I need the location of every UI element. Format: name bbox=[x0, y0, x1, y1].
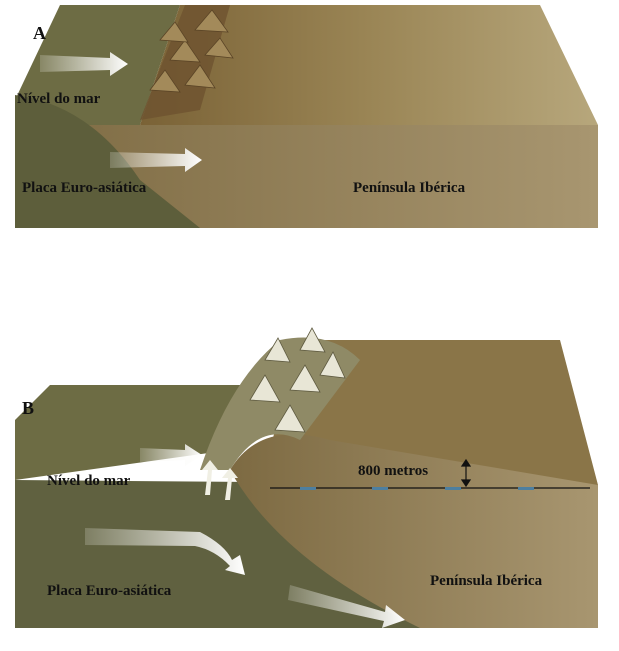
arrow-b-1 bbox=[140, 444, 202, 466]
height-marker-label: 800 metros bbox=[358, 463, 429, 479]
panel-a-sea-level-label: Nível do mar bbox=[17, 91, 101, 107]
panel-b-eurasian-plate-label: Placa Euro-asiática bbox=[47, 583, 172, 599]
panel-a-letter: A bbox=[33, 23, 46, 43]
arrow-b-3 bbox=[288, 585, 405, 628]
panel-a-eurasian-plate-label: Placa Euro-asiática bbox=[22, 180, 147, 196]
panel-b-iberian-peninsula-label: Península Ibérica bbox=[430, 573, 543, 589]
panel-a-iberian-peninsula-label: Península Ibérica bbox=[353, 180, 466, 196]
arrow-a-bottom bbox=[110, 148, 202, 172]
panel-b-sea-level-label: Nível do mar bbox=[47, 473, 131, 489]
arrow-b-up bbox=[202, 460, 238, 500]
panel-b-block bbox=[15, 327, 598, 628]
height-arrow-icon bbox=[460, 458, 472, 488]
arrow-a-top bbox=[40, 52, 128, 76]
mountains-b bbox=[249, 327, 346, 433]
mountains-a bbox=[149, 9, 234, 93]
panel-b-letter: B bbox=[22, 398, 35, 418]
panel-a-block bbox=[15, 5, 598, 228]
arrow-b-2 bbox=[85, 528, 245, 575]
